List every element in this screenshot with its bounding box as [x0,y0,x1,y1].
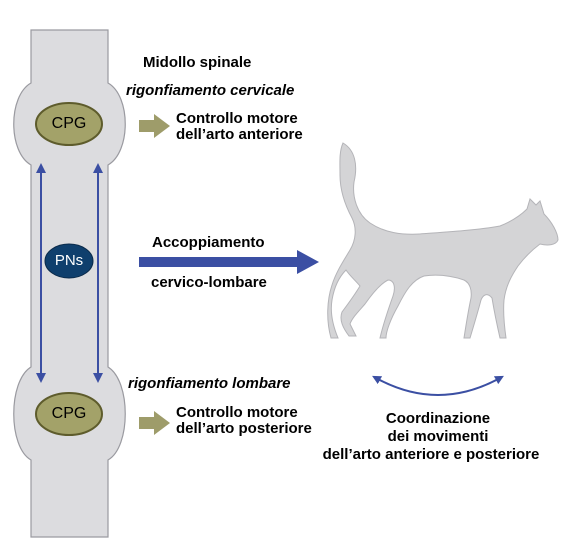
cpg-upper-ellipse [35,102,103,146]
cpg-lower-label: CPG [51,405,87,422]
forelimb-output-arrow [139,114,170,138]
cat-silhouette [327,142,559,339]
coupling-label-line2: cervico-lombare [151,274,267,291]
cervical-enlargement-label: rigonfiamento cervicale [126,82,295,99]
coordination-line1: Coordinazione [385,410,491,427]
coordination-line3: dell’arto anteriore e posteriore [322,446,540,463]
pns-label: PNs [54,252,84,269]
hindlimb-control-line2: dell’arto posteriore [176,420,312,437]
coupling-label-line1: Accoppiamento [152,234,265,251]
lumbar-enlargement-label: rigonfiamento lombare [128,375,291,392]
cpg-lower-ellipse [35,392,103,436]
spinal-cord-title: Midollo spinale [143,54,252,71]
cpg-upper-label: CPG [51,115,87,132]
coordination-arrow [372,375,504,396]
forelimb-control-line1: Controllo motore [176,110,298,127]
hindlimb-output-arrow [139,411,170,435]
coordination-line2: dei movimenti [387,428,489,445]
hindlimb-control-line1: Controllo motore [176,404,298,421]
forelimb-control-line2: dell’arto anteriore [176,126,303,143]
coupling-arrow [139,250,319,274]
